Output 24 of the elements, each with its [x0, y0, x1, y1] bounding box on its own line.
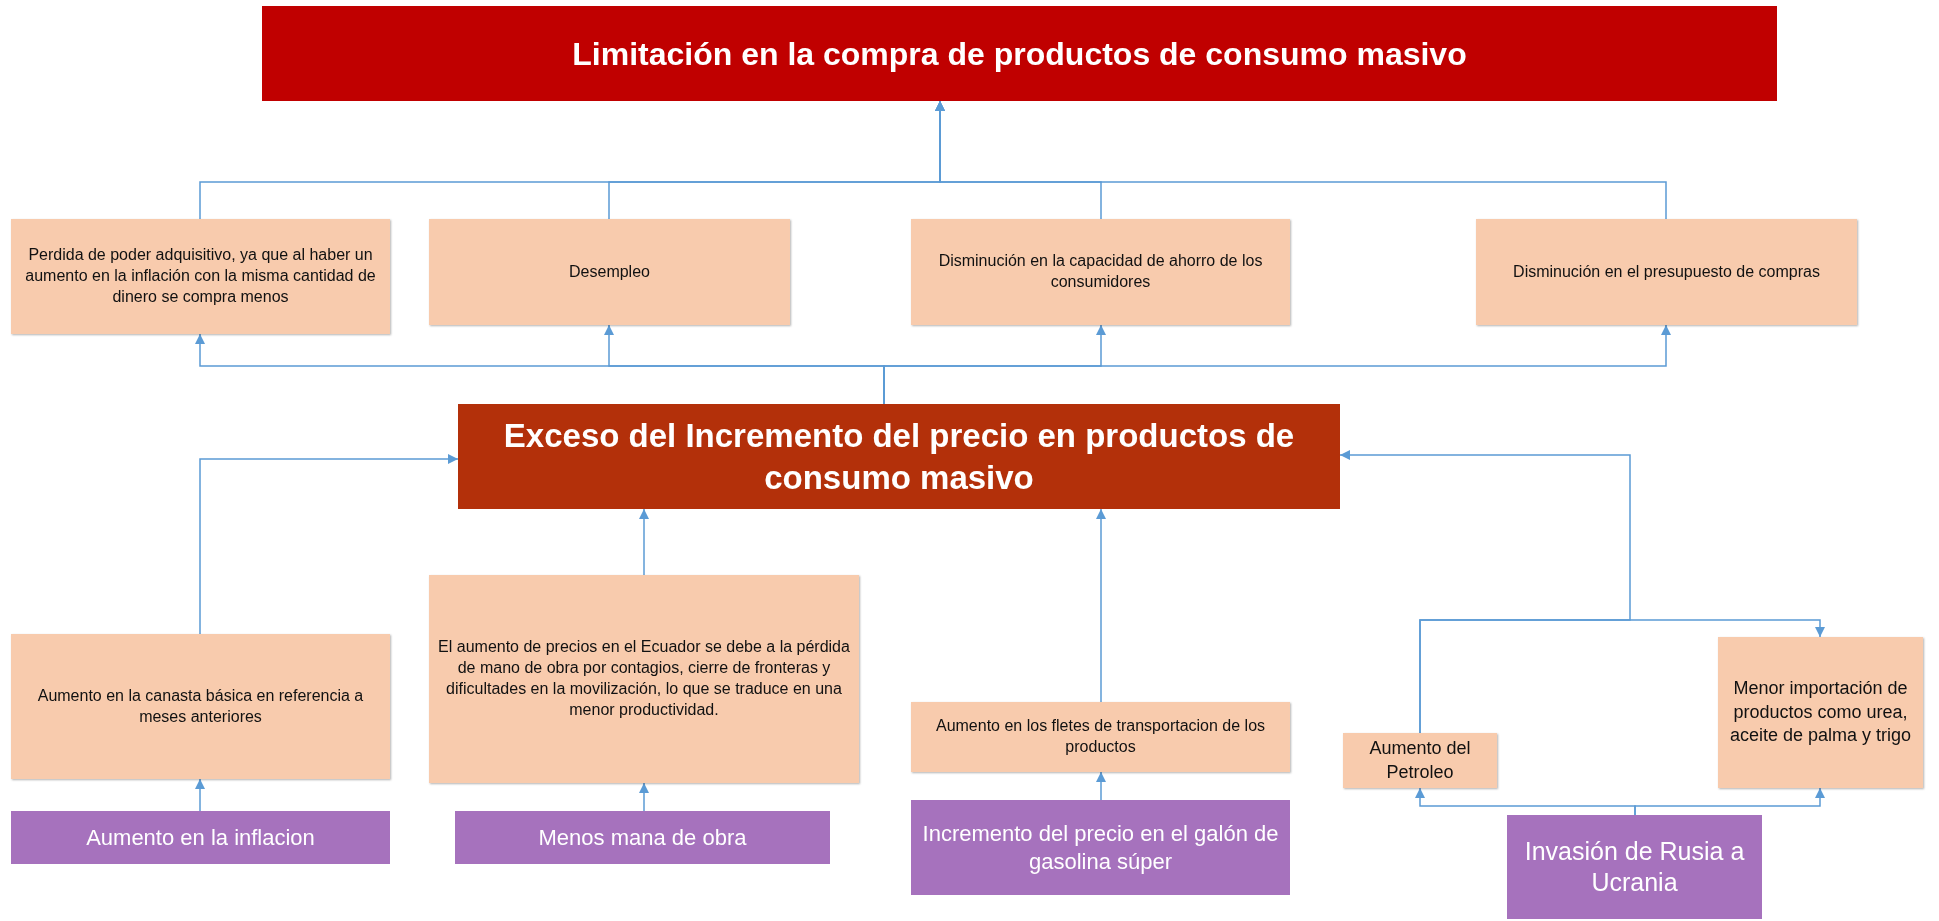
problem-banner: Limitación en la compra de productos de consumo masivo — [262, 6, 1777, 101]
connector-arrow — [639, 782, 649, 812]
connector-arrow — [1419, 619, 1825, 734]
root-cause-box: Menos mana de obra — [455, 811, 830, 864]
cause-effect-box: Disminución en el presupuesto de compras — [1476, 219, 1857, 325]
root-cause-box: Invasión de Rusia a Ucrania — [1507, 815, 1762, 919]
cause-effect-box: Aumento en los fletes de transportacion de los productos — [911, 702, 1290, 772]
root-cause-box: Aumento en la inflacion — [11, 811, 390, 864]
central-problem-box: Exceso del Incremento del precio en productos de consumo masivo — [458, 404, 1340, 509]
connector-arrow — [195, 778, 205, 812]
connector-arrow — [935, 100, 1667, 220]
connector-arrow — [1634, 787, 1825, 816]
connector-arrow — [1096, 508, 1106, 703]
root-cause-box: Incremento del precio en el galón de gasolina súper — [911, 800, 1290, 895]
cause-effect-box: Aumento en la canasta básica en referencia a meses anteriores — [11, 634, 390, 779]
cause-effect-box: Perdida de poder adquisitivo, ya que al haber un aumento en la inflación con la misma cantidad de dinero se compra menos — [11, 219, 390, 334]
cause-effect-box: Menor importación de productos como urea, aceite de palma y trigo — [1718, 637, 1923, 788]
cause-effect-box: Desempleo — [429, 219, 790, 325]
connector-arrow — [199, 454, 459, 635]
cause-effect-box: Aumento del Petroleo — [1343, 733, 1497, 788]
connector-arrow — [1096, 771, 1106, 801]
cause-effect-box: Disminución en la capacidad de ahorro de los consumidores — [911, 219, 1290, 325]
connector-arrow — [639, 508, 649, 576]
cause-effect-box: El aumento de precios en el Ecuador se debe a la pérdida de mano de obra por contagios, cierre de fronteras y dificultades en la movilización, lo que se traduce en una menor productividad. — [429, 575, 859, 783]
